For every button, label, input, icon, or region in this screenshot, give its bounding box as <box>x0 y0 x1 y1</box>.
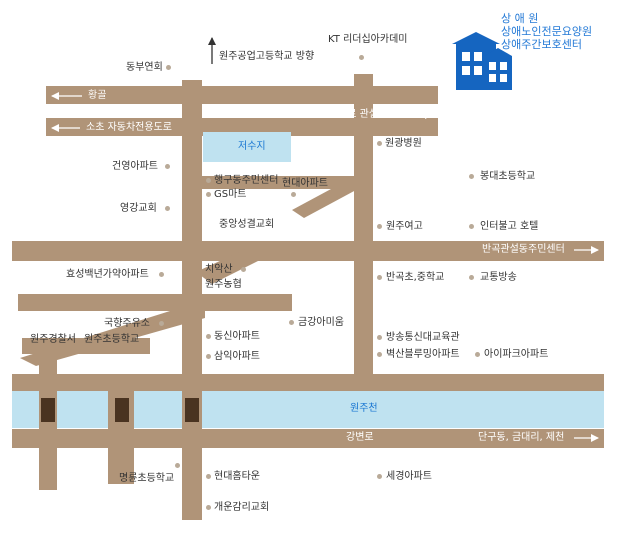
marker-yeonggang-church <box>165 206 170 211</box>
label-hwanggol: 황골 <box>88 90 107 101</box>
road-network <box>12 74 604 520</box>
marker-wonkwang-hospital <box>377 141 382 146</box>
label-dangu: 단구동, 금대리, 제천 <box>478 432 565 443</box>
label-dongsin-apt: 동신아파트 <box>214 331 260 342</box>
marker-broadcast-univ <box>377 335 382 340</box>
label-hyundai-apt: 현대아파트 <box>282 178 328 189</box>
label-jungang-church: 중앙성결교회 <box>219 219 275 230</box>
label-myeongryun: 명륜초등학교 <box>119 473 175 484</box>
facility-name-2: 상애노인전문요양원 <box>501 25 593 38</box>
label-gukhyang: 국향주유소 <box>104 318 150 329</box>
label-traffic-broadcast: 교통방송 <box>480 272 517 283</box>
label-hyoseong: 효성백년가약아파트 <box>66 269 149 280</box>
label-interbulgo-hotel: 인터불고 호텔 <box>480 221 539 232</box>
marker-gukhyang <box>159 321 164 326</box>
marker-wonju-girls-high <box>377 224 382 229</box>
label-wonkwang-hospital: 원광병원 <box>385 138 422 149</box>
label-wonju-nonghyup: 원주농협 <box>205 279 242 290</box>
bridge-1 <box>41 398 55 422</box>
label-bangok: 반곡관설동주민센터 <box>482 244 565 255</box>
bridge-2 <box>115 398 129 422</box>
label-haenggu-center: 행구동주민센터 <box>214 175 279 186</box>
marker-hyundai-hometown <box>206 474 211 479</box>
marker-traffic-broadcast <box>469 275 474 280</box>
marker-haenggu-center <box>206 178 211 183</box>
marker-byeoksan <box>377 352 382 357</box>
label-segyeong: 세경아파트 <box>386 471 432 482</box>
bridge-3 <box>185 398 199 422</box>
marker-dongsin-apt <box>206 334 211 339</box>
marker-gs-mart <box>206 192 211 197</box>
marker-segyeong <box>377 474 382 479</box>
marker-geonyoung <box>165 164 170 169</box>
label-bangok-school: 반곡초,중학교 <box>386 272 445 283</box>
marker-chiaksan <box>241 267 246 272</box>
label-gaeun-church: 개운감리교회 <box>214 502 270 513</box>
label-dongbu-ice: 동부연회 <box>126 62 163 73</box>
marker-gaeun-church <box>206 505 211 510</box>
label-expressway-link: 자동차전용도로 관설 <box>292 109 378 120</box>
marker-bangok-school <box>377 275 382 280</box>
label-broadcast-univ: 방송통신대교육관 <box>386 332 460 343</box>
reservoir-box <box>203 132 291 162</box>
label-hyundai-hometown: 현대홈타운 <box>214 471 260 482</box>
label-soso-expressway: 소초 자동차전용도로 <box>86 122 172 133</box>
label-geonyoung: 건영아파트 <box>112 161 158 172</box>
label-wonju-elem: 원주초등학교 <box>84 334 140 345</box>
marker-bongdae-school <box>469 174 474 179</box>
label-gs-mart: GS마트 <box>214 189 247 200</box>
label-bongdae-school: 봉대초등학교 <box>480 171 536 182</box>
marker-kt-academy <box>359 55 364 60</box>
marker-interbulgo-hotel <box>469 224 474 229</box>
river-wonjucheon <box>12 390 604 428</box>
marker-hyundai-apt <box>291 192 296 197</box>
label-samik-apt: 삼익아파트 <box>214 351 260 362</box>
facility-names: 상 애 원 상애노인전문요양원 상애주간보호센터 <box>501 12 592 51</box>
facility-name-3: 상애주간보호센터 <box>501 38 582 51</box>
label-gangbyeon: 강변로 <box>346 432 374 443</box>
label-byeoksan: 벽산블루밍아파트 <box>386 349 460 360</box>
marker-dongbu-ice <box>166 65 171 70</box>
label-wonju-tech: 원주공업고등학교 방향 <box>219 51 315 62</box>
label-river: 원주천 <box>350 403 378 414</box>
marker-samik-apt <box>206 354 211 359</box>
marker-ipark <box>475 352 480 357</box>
marker-myeongryun <box>175 463 180 468</box>
marker-hyoseong <box>159 272 164 277</box>
label-yeonggang-church: 영강교회 <box>120 203 157 214</box>
marker-geumgang <box>289 320 294 325</box>
label-ipark: 아이파크아파트 <box>484 349 549 360</box>
house-icon <box>452 32 512 90</box>
label-wonju-girls-high: 원주여고 <box>386 221 423 232</box>
label-reservoir: 저수지 <box>238 141 266 152</box>
facility-name-1: 상 애 원 <box>501 12 539 25</box>
label-chiaksan: 치악산 <box>205 264 233 275</box>
label-wonju-police: 원주경찰서 <box>30 334 76 345</box>
label-geumgang: 금강아미움 <box>298 317 344 328</box>
label-kt-academy: KT 리더십아카데미 <box>328 34 408 45</box>
